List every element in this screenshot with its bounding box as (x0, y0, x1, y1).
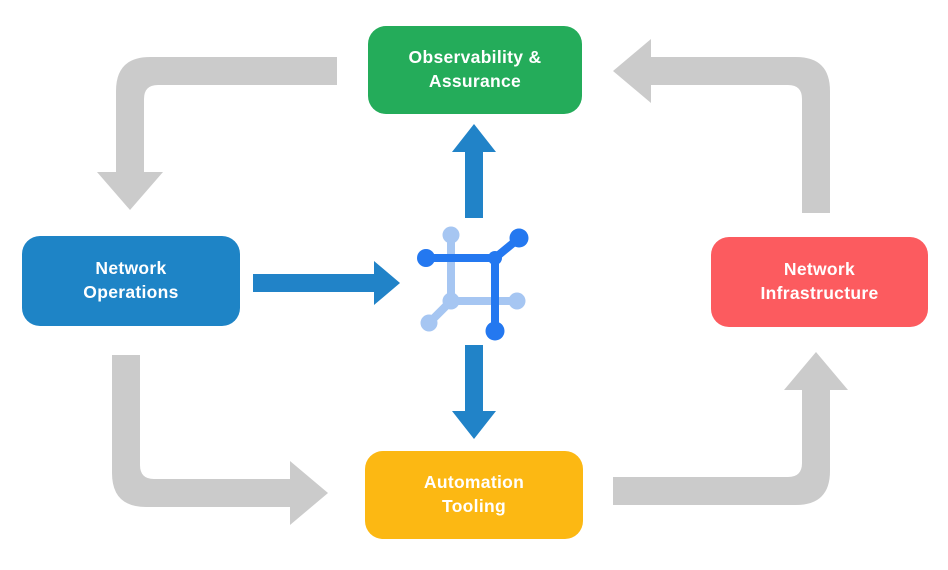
fabric-node-north (442, 226, 460, 244)
node-automation-tooling: Automation Tooling (365, 451, 583, 539)
cycle-arrow-infrastructure-to-observability (613, 39, 830, 213)
fabric-node-corner-tr (488, 251, 502, 265)
flow-arrow-center-to-observability (452, 124, 496, 218)
node-label-line: Observability & (408, 47, 542, 68)
fabric-node-south (485, 321, 505, 341)
node-observability-assurance: Observability & Assurance (368, 26, 582, 114)
cycle-arrow-observability-to-operations (97, 57, 337, 210)
cycle-arrow-operations-to-automation (112, 355, 328, 525)
fabric-node-northeast (509, 228, 529, 248)
node-label-line: Automation (423, 472, 525, 493)
fabric-node-southwest (420, 314, 438, 332)
node-label-line: Infrastructure (760, 283, 879, 303)
node-label-line: Network (783, 259, 856, 280)
flow-arrow-center-to-automation (452, 345, 496, 439)
fabric-node-corner-bl (442, 292, 460, 310)
node-label-line: Operations (83, 282, 179, 302)
node-label-line: Tooling (442, 496, 506, 516)
node-network-infrastructure: Network Infrastructure (711, 237, 928, 327)
node-network-operations: Network Operations (22, 236, 240, 326)
fabric-node-east (508, 292, 526, 310)
network-fabric-icon (417, 226, 529, 341)
cycle-arrow-automation-to-infrastructure (613, 352, 848, 505)
flow-arrow-operations-to-center (253, 261, 400, 305)
fabric-node-west (417, 249, 435, 267)
node-label-line: Network (95, 258, 167, 279)
node-label-line: Assurance (428, 71, 522, 91)
